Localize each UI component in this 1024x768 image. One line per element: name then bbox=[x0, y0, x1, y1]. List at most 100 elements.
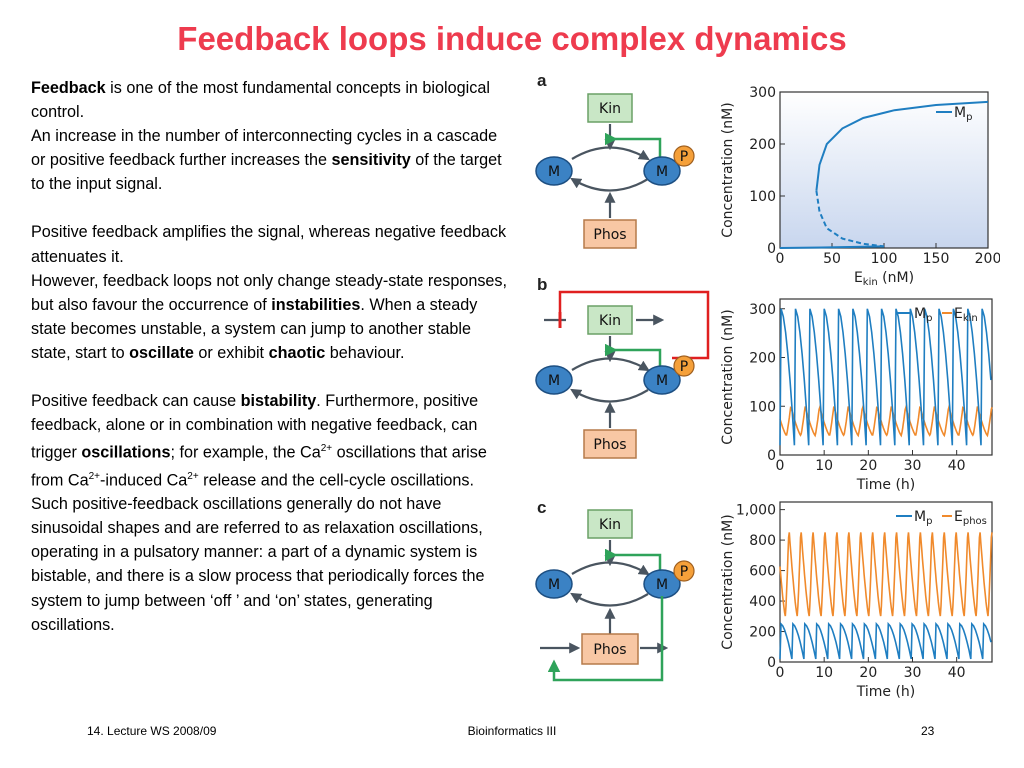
mp-label: M bbox=[656, 577, 668, 593]
x-tick-label: 0 bbox=[776, 665, 785, 681]
page-number: 23 bbox=[921, 724, 935, 738]
text-run: of the target to the input signal. bbox=[31, 151, 502, 194]
text-run: or exhibit bbox=[193, 343, 269, 362]
y-tick-label: 200 bbox=[749, 625, 776, 641]
bold-term: sensitivity bbox=[331, 151, 411, 170]
m-node bbox=[535, 569, 573, 599]
series-ephos bbox=[779, 532, 993, 617]
y-tick-label: 1,000 bbox=[736, 503, 776, 519]
y-axis-label: Concentration (nM) bbox=[720, 102, 736, 237]
legend-label-ephos: Ephos bbox=[954, 509, 987, 527]
footer-course: Bioinformatics III bbox=[467, 724, 557, 738]
y-tick-label: 0 bbox=[767, 448, 776, 464]
bold-term: chaotic bbox=[268, 343, 326, 362]
y-axis-label: Concentration (nM) bbox=[720, 309, 736, 444]
slide-title: Feedback loops induce complex dynamics bbox=[177, 20, 847, 57]
kin-node bbox=[587, 305, 633, 335]
legend-label-ekin: Ekin bbox=[954, 306, 978, 324]
y-tick-label: 100 bbox=[749, 399, 776, 415]
kin-label: Kin bbox=[599, 313, 621, 329]
panel-label-a: a bbox=[537, 71, 547, 90]
x-tick-label: 10 bbox=[815, 458, 833, 474]
x-tick-label: 40 bbox=[948, 665, 966, 681]
x-axis-label: Time (h) bbox=[856, 684, 916, 700]
mp-node bbox=[643, 156, 681, 186]
phospho-node bbox=[673, 355, 695, 377]
legend-label-mp: Mp bbox=[914, 509, 932, 527]
phospho-label: P bbox=[680, 149, 688, 165]
mp-node bbox=[643, 365, 681, 395]
x-tick-label: 50 bbox=[823, 251, 841, 267]
y-axis-label: Concentration (nM) bbox=[720, 514, 736, 649]
x-tick-label: 200 bbox=[975, 251, 1000, 267]
footer-lecture: 14. Lecture WS 2008/09 bbox=[87, 724, 217, 738]
chart-b: 0 10 20 30 40 0 100 200 300 Concentration (nM) Tim… bbox=[720, 298, 993, 493]
mp-label: M bbox=[656, 164, 668, 180]
paragraph-3: Positive feedback amplifies the signal, … bbox=[31, 223, 507, 266]
series-mp-unstable bbox=[815, 190, 885, 248]
mp-label: M bbox=[656, 373, 668, 389]
text-run: -induced Ca bbox=[99, 471, 188, 490]
series-mp-stable-lower bbox=[779, 245, 885, 249]
m-label: M bbox=[548, 577, 560, 593]
text-run: . Furthermore, positive feedback, alone … bbox=[31, 392, 479, 462]
y-tick-label: 0 bbox=[767, 241, 776, 257]
plot-shade bbox=[780, 92, 988, 248]
kin-node bbox=[587, 93, 633, 123]
superscript: 2+ bbox=[187, 470, 199, 482]
bold-term: oscillate bbox=[129, 343, 194, 362]
phospho-label: P bbox=[680, 359, 688, 375]
diagram-a: Kin M M P Phos bbox=[535, 93, 695, 249]
paragraph-5: Positive feedback can cause bistability.… bbox=[31, 389, 513, 492]
y-tick-label: 200 bbox=[749, 351, 776, 367]
x-tick-label: 150 bbox=[923, 251, 950, 267]
text-run: behaviour. bbox=[325, 343, 405, 362]
m-node bbox=[535, 156, 573, 186]
phospho-node bbox=[673, 560, 695, 582]
paragraph-2: An increase in the number of interconnec… bbox=[31, 124, 513, 196]
x-tick-label: 20 bbox=[859, 665, 877, 681]
y-tick-label: 300 bbox=[749, 302, 776, 318]
x-tick-label: 0 bbox=[776, 251, 785, 267]
x-tick-label: 100 bbox=[871, 251, 898, 267]
x-tick-label: 30 bbox=[904, 458, 922, 474]
paragraph-6: Such positive-feedback oscillations gene… bbox=[31, 495, 485, 634]
kin-label: Kin bbox=[599, 517, 621, 533]
text-run: oscillations that arise from Ca bbox=[31, 443, 487, 490]
x-tick-label: 40 bbox=[948, 458, 966, 474]
m-node bbox=[535, 365, 573, 395]
legend-label-mp: Mp bbox=[954, 105, 972, 123]
diagram-c: Kin M M P Phos bbox=[535, 509, 695, 682]
phos-label: Phos bbox=[593, 437, 626, 453]
phos-label: Phos bbox=[593, 227, 626, 243]
text-run: ; for example, the Ca bbox=[170, 443, 321, 462]
text-run: is one of the most fundamental concepts … bbox=[31, 79, 490, 122]
figure: a Kin M M P Phos b Kin M M P bbox=[535, 71, 1000, 700]
x-tick-label: 20 bbox=[859, 458, 877, 474]
text-run: Positive feedback can cause bbox=[31, 392, 241, 411]
y-tick-label: 600 bbox=[749, 564, 776, 580]
panel-label-b: b bbox=[537, 275, 547, 294]
paragraph-1: Feedback is one of the most fundamental … bbox=[31, 76, 513, 124]
text-run: . When a steady state becomes unstable, … bbox=[31, 295, 478, 362]
x-tick-label: 10 bbox=[815, 665, 833, 681]
m-label: M bbox=[548, 373, 560, 389]
x-axis-label: Time (h) bbox=[856, 477, 916, 493]
kin-node bbox=[587, 509, 633, 539]
kin-label: Kin bbox=[599, 101, 621, 117]
y-tick-label: 300 bbox=[749, 85, 776, 101]
phospho-label: P bbox=[680, 564, 688, 580]
m-label: M bbox=[548, 164, 560, 180]
bold-term: oscillations bbox=[81, 443, 171, 462]
bold-term: instabilities bbox=[271, 295, 361, 314]
diagram-b: Kin M M P Phos bbox=[535, 290, 710, 459]
series-mp bbox=[779, 308, 992, 446]
x-tick-label: 30 bbox=[904, 665, 922, 681]
phos-node bbox=[583, 219, 637, 249]
bold-term: bistability bbox=[240, 392, 317, 411]
x-tick-label: 0 bbox=[776, 458, 785, 474]
y-tick-label: 0 bbox=[767, 655, 776, 671]
series-ekin bbox=[779, 404, 993, 438]
